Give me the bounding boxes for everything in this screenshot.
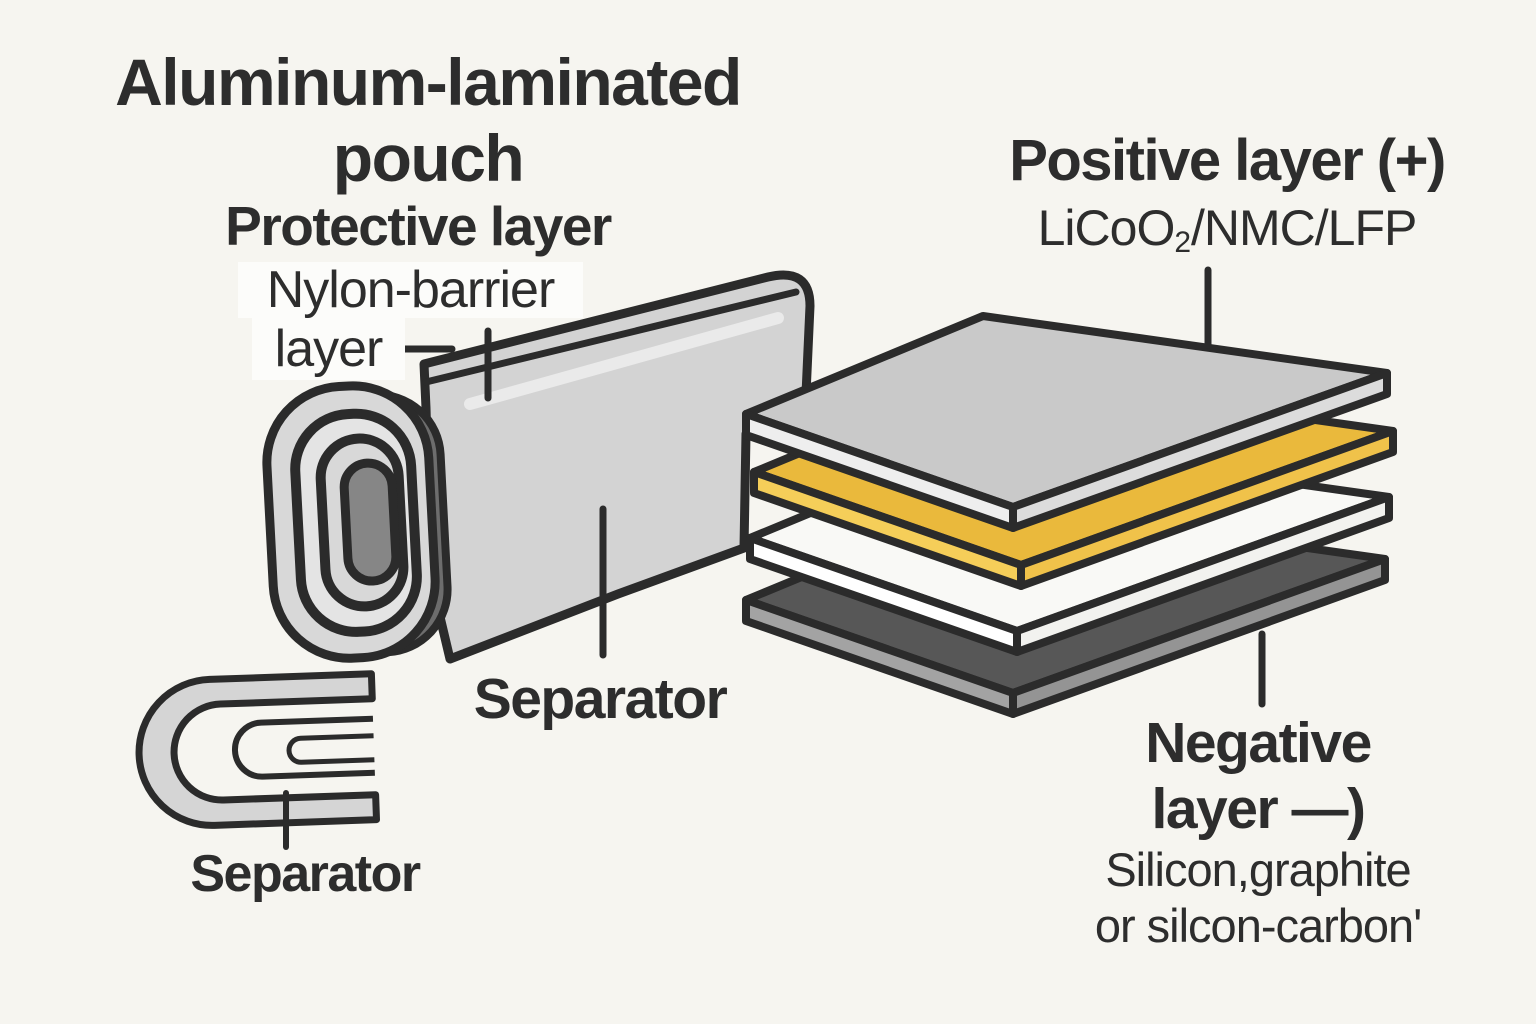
electrode-stack: [742, 312, 1397, 718]
separator-fold-inner-line-2: [286, 733, 375, 765]
pouch-highlight: [464, 312, 784, 410]
nylon-barrier-text: Nylon-barrier: [266, 261, 556, 319]
negative-layer-materials-line2: or silcon-carbon': [1094, 899, 1422, 952]
protective-layer-label: Protective layer: [225, 195, 612, 257]
formula-prefix: LiCoO: [1037, 200, 1176, 256]
separator-fold-illustration: [135, 670, 380, 829]
separator-fold-band: [135, 670, 380, 829]
separator-center-label: Separator: [473, 667, 728, 731]
white-slab-right-face: [1013, 493, 1393, 656]
pouch-title-line2: pouch: [332, 121, 525, 195]
negative-layer-materials-line1: Silicon,graphite: [1105, 843, 1411, 896]
negative-slab-right-face: [1009, 555, 1389, 718]
pouch-body: [419, 270, 815, 664]
separator-fold-inner-line-1: [231, 715, 375, 780]
leader-lines: [283, 266, 1266, 850]
formula-suffix: /NMC/LFP: [1191, 200, 1417, 256]
positive-layer-title: Positive layer (+): [1009, 128, 1446, 193]
pouch-title-line1: Aluminum-laminated: [115, 45, 742, 119]
jelly-roll-face: [262, 381, 452, 663]
nylon-barrier-label-line2: layer: [252, 318, 405, 380]
roll-core: [339, 458, 401, 586]
nylon-barrier-layer-text: layer: [274, 320, 384, 378]
negative-layer-title-line2: layer —): [1151, 777, 1366, 841]
positive-layer-slab: [742, 312, 1391, 532]
positive-slab-right-face: [1009, 369, 1391, 532]
yellow-slab-right-face: [1017, 427, 1397, 590]
positive-layer-label: Positive layer (+) LiCoO2/NMC/LFP: [947, 124, 1507, 273]
pouch-cell-illustration: [262, 270, 815, 664]
formula-subscript: 2: [1174, 226, 1192, 260]
negative-layer-title-line1: Negative: [1145, 711, 1372, 775]
negative-layer-label: Negative layer —) Silicon,graphite or si…: [1048, 710, 1468, 954]
separator-bottom-label: Separator: [190, 845, 421, 903]
pouch-title: Aluminum-laminated pouch: [78, 44, 778, 196]
positive-layer-formula: LiCoO2/NMC/LFP: [947, 198, 1507, 273]
nylon-barrier-label-line1: Nylon-barrier: [238, 261, 583, 319]
